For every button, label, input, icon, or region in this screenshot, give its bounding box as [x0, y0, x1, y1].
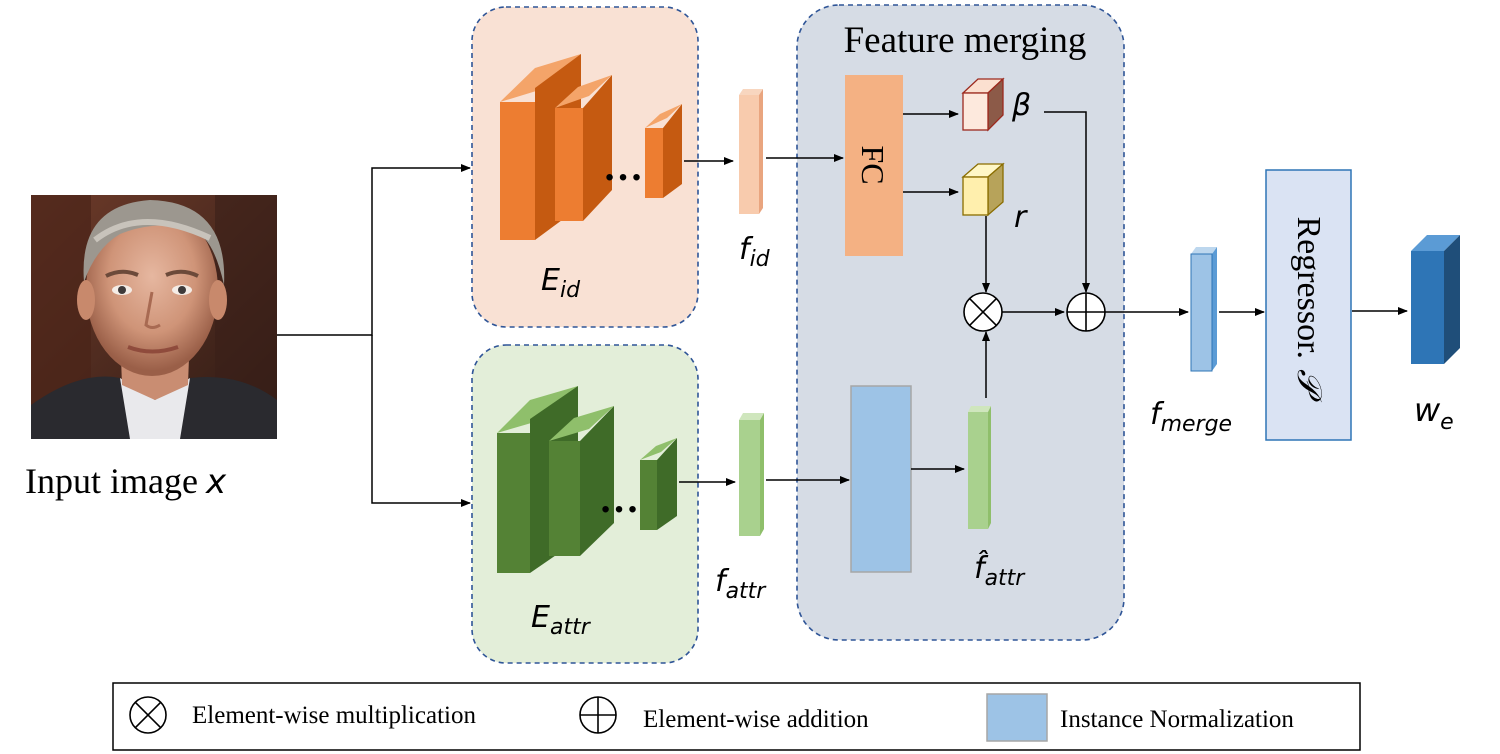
- output-we-label: we: [1414, 391, 1454, 435]
- attribute-ellipsis: …: [599, 476, 639, 521]
- arrow-beta-to-add: [1044, 111, 1090, 293]
- legend-instance-norm-text: Instance Normalization: [1060, 706, 1294, 733]
- legend-instance-norm-swatch: [986, 693, 1048, 742]
- f-merge-feature-vector: [1190, 247, 1217, 372]
- feature-merging-title: Feature merging: [844, 20, 1087, 61]
- input-face-image: [31, 195, 277, 439]
- f-id-feature-vector: [739, 89, 763, 214]
- r-cube: [961, 162, 1005, 217]
- identity-encoder-label: Eid: [541, 263, 581, 303]
- r-label: r: [1014, 200, 1028, 235]
- multiply-op-icon: [963, 292, 1003, 332]
- beta-label: β: [1011, 88, 1031, 123]
- regressor-block: [1265, 169, 1352, 441]
- identity-encoder-blocks: [500, 54, 682, 240]
- attribute-encoder-label: Eattr: [531, 600, 592, 640]
- beta-cube: [961, 77, 1005, 132]
- f-attr-feature-vector: [739, 413, 764, 536]
- f-attr-hat-feature-vector: [968, 406, 991, 529]
- legend-add-icon: [579, 696, 617, 734]
- legend-multiply-icon: [129, 696, 167, 734]
- add-op-icon: [1066, 292, 1106, 332]
- legend-multiplication-text: Element-wise multiplication: [192, 702, 476, 729]
- regressor-label: Regressor.𝒫: [1289, 216, 1329, 403]
- fc-label: FC: [855, 145, 891, 184]
- legend-addition-text: Element-wise addition: [643, 706, 869, 733]
- f-attr-label: fattr: [715, 564, 767, 604]
- legend-box: [112, 682, 1361, 751]
- fc-layer: [845, 75, 903, 256]
- f-id-label: fid: [739, 232, 771, 272]
- output-we-block: [1411, 235, 1460, 364]
- f-merge-label: fmerge: [1150, 397, 1232, 437]
- instance-normalization-block: [850, 385, 912, 573]
- identity-ellipsis: …: [603, 144, 643, 189]
- input-branch-arrows: [277, 164, 471, 507]
- attribute-encoder-blocks: [497, 386, 677, 573]
